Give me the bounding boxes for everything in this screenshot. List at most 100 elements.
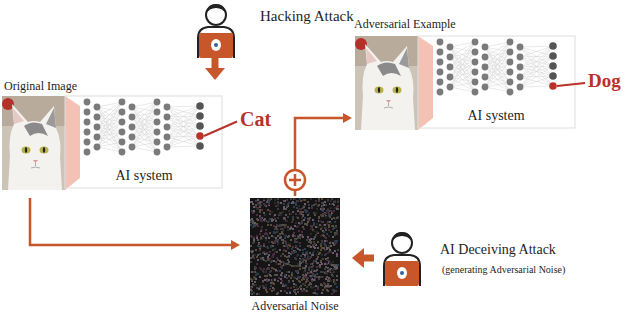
noise-pixel [321,276,323,278]
noise-pixel [293,251,295,253]
noise-pixel [311,272,313,274]
noise-pixel [256,287,258,289]
noise-pixel [327,270,329,272]
noise-pixel [324,286,326,288]
noise-pixel [283,262,285,264]
noise-pixel [289,213,291,215]
noise-pixel [273,268,275,270]
noise-pixel [267,200,269,202]
noise-pixel [296,287,298,289]
noise-pixel [270,275,272,277]
noise-pixel [322,210,324,212]
noise-pixel [283,250,285,252]
noise-ground [250,198,340,296]
noise-pixel [253,239,255,241]
noise-pixel [263,271,265,273]
noise-pixel [315,226,317,228]
output-neuron [549,82,557,90]
noise-pixel [279,263,281,265]
noise-pixel [286,277,288,279]
hacker-icon [384,232,420,286]
noise-pixel [251,293,253,295]
noise-pixel [268,220,270,222]
noise-pixel [301,222,303,224]
noise-pixel [290,253,292,255]
noise-pixel [304,204,306,206]
noise-pixel [316,273,318,275]
noise-pixel [329,270,331,272]
neuron [84,129,91,136]
noise-pixel [294,239,296,241]
noise-pixel [304,217,306,219]
noise-pixel [305,258,307,260]
noise-pixel [280,274,282,276]
noise-pixel [256,237,258,239]
attacker-node: AI Deceiving Attack(generating Adversari… [374,226,624,292]
noise-pixel [312,292,314,294]
noise-pixel [314,243,316,245]
noise-pixel [307,256,309,258]
noise-pixel [312,275,314,277]
neuron [119,139,126,146]
noise-pixel [307,272,309,274]
noise-pixel [281,239,283,241]
noise-pixel [300,211,302,213]
noise-pixel [313,222,315,224]
noise-pixel [288,252,290,254]
noise-pixel [276,228,278,230]
noise-pixel [276,224,278,226]
neuron [94,124,101,131]
noise-pixel [313,204,315,206]
noise-pixel [310,225,312,227]
noise-pixel [280,255,282,257]
noise-pixel [308,269,310,271]
noise-pixel [289,245,291,247]
noise-pixel [316,262,318,264]
noise-pixel [304,254,306,256]
noise-pixel [289,213,291,215]
noise-pixel [274,199,276,201]
noise-pixel [252,220,254,222]
noise-pixel [330,210,332,212]
noise-pixel [268,279,270,281]
noise-pixel [310,286,312,288]
noise-pixel [257,207,259,209]
noise-pixel [302,226,304,228]
noise-pixel [293,251,295,253]
noise-pixel [251,285,253,287]
noise-pixel [265,271,267,273]
noise-pixel [269,199,271,201]
plus-sign [289,174,301,186]
noise-pixel [292,218,294,220]
noise-pixel [337,201,339,203]
noise-pixel [280,236,282,238]
noise-pixel [310,283,312,285]
noise-pixel [265,287,267,289]
noise-pixel [265,270,267,272]
noise-pixel [271,220,273,222]
noise-pixel [295,251,297,253]
noise-pixel [330,222,332,224]
noise-pixel [307,280,309,282]
noise-pixel [259,206,261,208]
noise-pixel [288,244,290,246]
noise-pixel [290,287,292,289]
noise-pixel [300,200,302,202]
noise-pixel [313,224,315,226]
noise-pixel [316,232,318,234]
noise-pixel [336,230,338,232]
noise-pixel [268,204,270,206]
noise-pixel [253,236,255,238]
noise-pixel [261,201,263,203]
noise-pixel [275,261,277,263]
neuron [437,39,444,46]
neuron [129,124,136,131]
noise-pixel [310,256,312,258]
network-link [167,106,200,107]
noise-pixel [258,293,260,295]
noise-pixel [272,287,274,289]
noise-pixel [328,268,330,270]
noise-pixel [327,252,329,254]
noise-pixel [255,200,257,202]
noise-pixel [265,229,267,231]
